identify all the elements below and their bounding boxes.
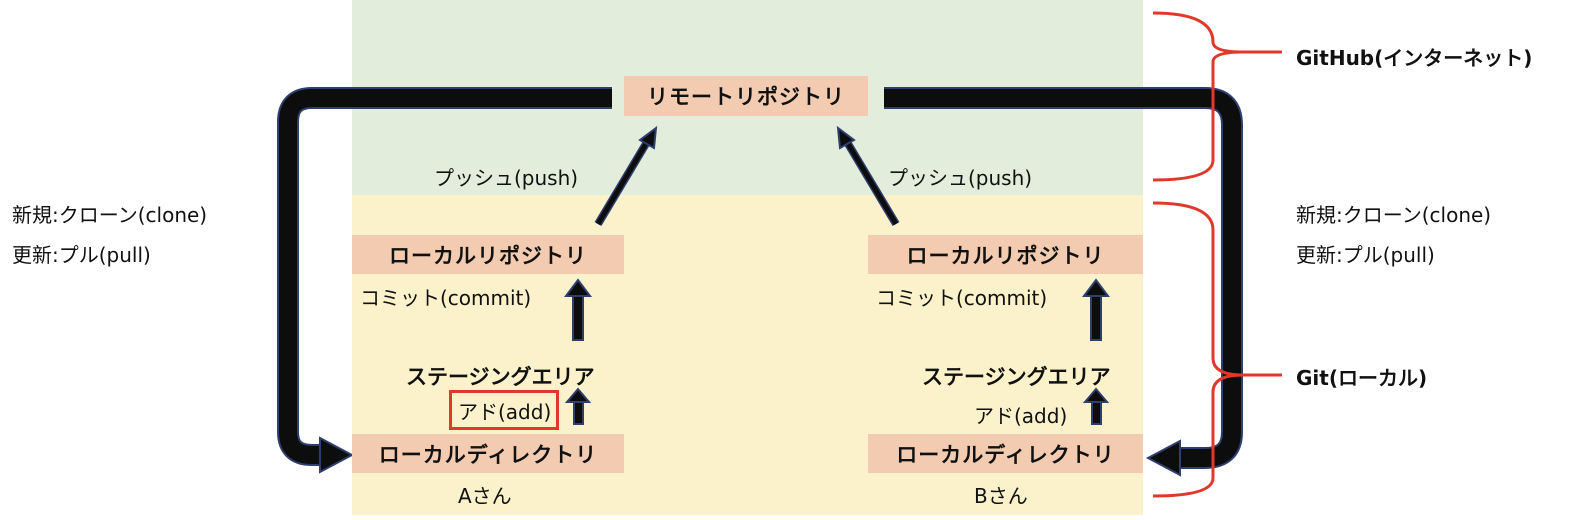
local-directory-box-a: ローカルディレクトリ: [352, 434, 624, 473]
push-label-b: プッシュ(push): [888, 166, 1033, 190]
pull-label-right: 更新:プル(pull): [1296, 243, 1435, 267]
user-a-name: Aさん: [458, 484, 512, 508]
staging-area-label-a: ステージングエリア: [406, 365, 595, 389]
local-repository-box-a: ローカルリポジトリ: [352, 235, 624, 274]
staging-area-label-b: ステージングエリア: [922, 365, 1111, 389]
add-label-a: アド(add): [449, 390, 560, 430]
local-repository-box-b: ローカルリポジトリ: [868, 235, 1143, 274]
remote-repository-box: リモートリポジトリ: [624, 76, 868, 116]
github-bracket: [1152, 11, 1282, 182]
add-arrow-b: [1082, 387, 1110, 425]
clone-pull-labels-left: 新規:クローン(clone) 更新:プル(pull): [12, 195, 207, 275]
git-bracket: [1152, 201, 1282, 498]
local-directory-box-b: ローカルディレクトリ: [868, 434, 1143, 473]
commit-label-b: コミット(commit): [876, 286, 1048, 310]
github-bracket-label: GitHub(インターネット): [1296, 46, 1533, 70]
commit-arrow-b: [1082, 278, 1110, 341]
commit-arrow-a: [564, 278, 592, 341]
clone-label-left: 新規:クローン(clone): [12, 203, 208, 227]
clone-pull-labels-right: 新規:クローン(clone) 更新:プル(pull): [1296, 195, 1491, 275]
add-arrow-a: [564, 387, 592, 425]
clone-pull-arrow-right: [884, 87, 1243, 477]
user-b-name: Bさん: [974, 484, 1028, 508]
push-label-a: プッシュ(push): [434, 166, 579, 190]
add-label-b: アド(add): [974, 404, 1068, 428]
push-arrow-a: [594, 125, 658, 227]
commit-label-a: コミット(commit): [360, 286, 532, 310]
push-arrow-b: [836, 125, 900, 227]
pull-label-left: 更新:プル(pull): [12, 243, 151, 267]
clone-label-right: 新規:クローン(clone): [1296, 203, 1492, 227]
git-bracket-label: Git(ローカル): [1296, 366, 1428, 390]
clone-pull-arrow-left: [277, 87, 612, 474]
